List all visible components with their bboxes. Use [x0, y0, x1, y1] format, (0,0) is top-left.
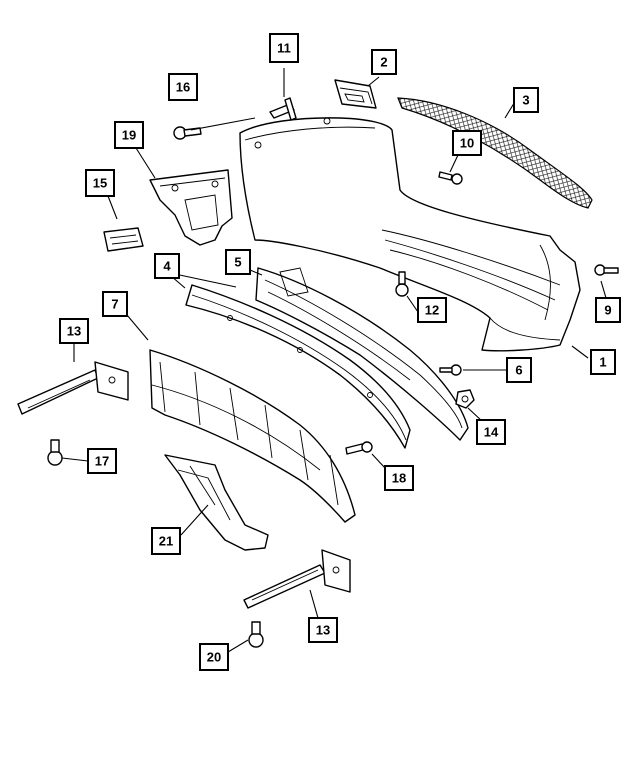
- part-11-push-pin: [269, 97, 297, 121]
- callout-2: 2: [371, 49, 397, 75]
- svg-text:11: 11: [277, 41, 291, 56]
- bumper-cover: [239, 117, 581, 352]
- callout-20: 20: [199, 643, 229, 671]
- svg-text:1: 1: [599, 355, 606, 370]
- part-19-side-bracket: [149, 169, 233, 246]
- callout-18: 18: [384, 465, 414, 491]
- svg-text:6: 6: [515, 363, 522, 378]
- callout-11: 11: [269, 33, 299, 63]
- part-9-screw: [594, 264, 619, 276]
- part-15-pad: [103, 227, 144, 252]
- callout-14: 14: [476, 419, 506, 445]
- callout-10: 10: [452, 130, 482, 156]
- part-10-screw: [438, 171, 463, 185]
- svg-text:17: 17: [95, 454, 109, 469]
- part-2-bracket: [334, 79, 377, 109]
- svg-text:9: 9: [604, 303, 611, 318]
- svg-text:5: 5: [234, 255, 241, 270]
- callout-13-left: 13: [59, 318, 89, 344]
- callout-21: 21: [151, 527, 181, 555]
- callout-16: 16: [168, 73, 198, 101]
- svg-text:19: 19: [122, 128, 136, 143]
- part-16-screw: [173, 126, 202, 140]
- part-18-screw: [345, 441, 373, 455]
- part-13-right-bracket: [243, 549, 351, 609]
- svg-text:21: 21: [159, 534, 173, 549]
- svg-text:13: 13: [316, 623, 330, 638]
- part-7-lower-absorber: [149, 349, 356, 523]
- part-3-grille: [397, 97, 593, 209]
- callout-3: 3: [513, 87, 539, 113]
- svg-text:16: 16: [176, 80, 190, 95]
- callout-19: 19: [114, 121, 144, 149]
- svg-text:2: 2: [380, 55, 387, 70]
- callout-5: 5: [225, 249, 251, 275]
- callout-15: 15: [85, 169, 115, 197]
- callout-1: 1: [590, 349, 616, 375]
- callout-13-right: 13: [308, 617, 338, 643]
- part-4-reinforcement-beam: [185, 284, 411, 449]
- part-6-pin: [439, 364, 462, 376]
- svg-text:13: 13: [67, 324, 81, 339]
- callout-4: 4: [154, 253, 180, 279]
- callout-7: 7: [102, 291, 128, 317]
- svg-text:10: 10: [460, 136, 474, 151]
- callout-12: 12: [417, 297, 447, 323]
- leader-lines: [61, 68, 607, 653]
- part-5-absorber: [255, 267, 469, 441]
- svg-text:20: 20: [207, 650, 221, 665]
- callout-6: 6: [506, 357, 532, 383]
- part-13-left-bracket: [17, 361, 129, 415]
- part-20-bolt: [248, 621, 264, 648]
- part-17-bolt: [47, 439, 63, 466]
- part-14-nut: [455, 389, 475, 409]
- part-21-support-bracket: [164, 454, 269, 551]
- svg-text:18: 18: [392, 471, 406, 486]
- svg-text:14: 14: [484, 425, 499, 440]
- svg-text:3: 3: [522, 93, 529, 108]
- svg-text:4: 4: [163, 259, 171, 274]
- svg-text:15: 15: [93, 176, 107, 191]
- callout-17: 17: [87, 448, 117, 474]
- svg-text:7: 7: [111, 297, 118, 312]
- callout-9: 9: [595, 297, 621, 323]
- svg-text:12: 12: [425, 303, 439, 318]
- part-12-screw: [395, 271, 409, 297]
